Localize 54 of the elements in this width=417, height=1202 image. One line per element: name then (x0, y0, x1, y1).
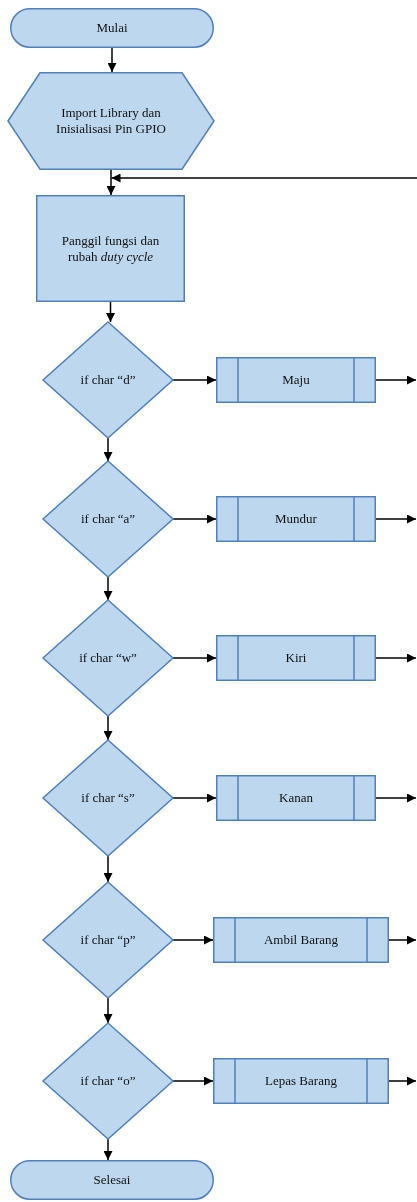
arrow (106, 301, 115, 323)
arrow (172, 653, 217, 663)
decision-diamond (43, 322, 173, 438)
arrow (172, 793, 217, 803)
arrow (103, 1138, 113, 1161)
decision-diamond (43, 600, 173, 716)
node-label: if char “s” (80, 790, 136, 806)
node-label: if char “p” (79, 932, 137, 948)
arrow (388, 935, 417, 945)
subprocess-box (216, 775, 376, 821)
arrow (103, 997, 113, 1024)
node-label: Maju (281, 372, 311, 388)
node-label: Lepas Barang (264, 1073, 338, 1089)
node-label: if char “w” (78, 650, 138, 666)
node-label: Panggil fungsi dan rubah duty cycle (60, 232, 161, 265)
terminator-shape (10, 8, 214, 48)
node-label: Mulai (95, 20, 129, 36)
arrow (107, 47, 117, 73)
preparation-hexagon (8, 72, 214, 170)
arrow (375, 375, 417, 385)
decision-diamond (43, 740, 173, 856)
decision-diamond (43, 461, 173, 577)
node-label: Import Library dan Inisialisasi Pin GPIO (55, 105, 167, 137)
arrow (106, 169, 116, 196)
arrow (388, 1076, 417, 1086)
arrow (375, 793, 417, 803)
subprocess-box (216, 357, 376, 403)
arrow (103, 715, 113, 741)
arrow (103, 855, 113, 883)
arrow (103, 437, 113, 462)
subprocess-box (216, 635, 376, 681)
process-box (36, 195, 185, 302)
arrow (375, 514, 417, 524)
subprocess-box (216, 496, 376, 542)
node-label: if char “o” (79, 1073, 137, 1089)
node-label: Kanan (278, 790, 314, 806)
arrow (172, 1076, 214, 1086)
arrow (172, 514, 217, 524)
subprocess-box (213, 917, 389, 963)
node-label: Kiri (284, 650, 308, 666)
node-label: Mundur (274, 511, 318, 527)
subprocess-box (213, 1058, 389, 1104)
node-label: Ambil Barang (263, 932, 339, 948)
node-label: Selesai (92, 1172, 132, 1188)
arrow (110, 173, 417, 183)
decision-diamond (43, 882, 173, 998)
node-label: if char “d” (79, 372, 137, 388)
arrow (103, 576, 113, 601)
arrow (172, 375, 217, 385)
arrow (375, 653, 417, 663)
node-label: if char “a” (79, 511, 137, 527)
arrow (172, 935, 214, 945)
decision-diamond (43, 1023, 173, 1139)
terminator-shape (10, 1160, 214, 1200)
